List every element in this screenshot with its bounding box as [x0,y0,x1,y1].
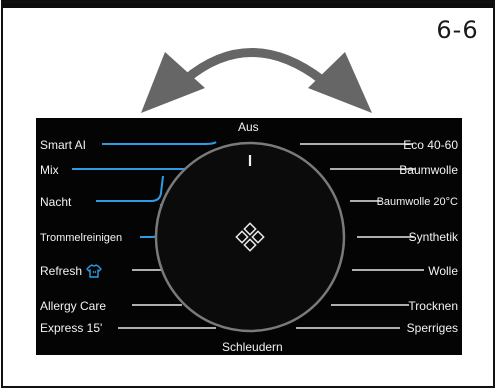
program-refresh: Refresh [40,264,102,278]
shirt-steam-icon [86,264,102,278]
arrow-head-right [308,52,372,113]
program-label-trommelreinigen: Trommelreinigen [40,232,123,244]
illustration-frame [1,1,495,388]
leader-line-left-0 [102,141,217,145]
dial-label-aus: Aus [238,120,259,134]
dial-diagram [72,141,424,333]
program-dial-panel: Aus Schleudern Smart AI Mix Nacht Tromme… [36,118,462,355]
program-label-mix: Mix [40,163,59,177]
program-label-refresh: Refresh [40,264,83,278]
program-label-nacht: Nacht [40,195,72,209]
program-label-baumwolle: Baumwolle [399,163,458,177]
program-label-express-15: Express 15' [40,321,103,335]
top-bar [1,0,495,8]
program-label-sperriges: Sperriges [406,321,458,335]
program-label-baumwolle-20: Baumwolle 20°C [376,196,458,208]
dial-label-schleudern: Schleudern [222,340,283,354]
leader-line-left-1 [72,161,197,170]
arrow-head-left [141,52,205,113]
step-label: 6-6 [436,16,479,44]
program-dial[interactable] [154,141,346,333]
program-label-eco-40-60: Eco 40-60 [403,138,458,152]
program-label-synthetik: Synthetik [408,230,458,244]
start-diamond-icon [235,222,265,252]
leader-line-left-2 [96,175,164,202]
rotate-arrow-arc [180,48,327,85]
program-label-allergy-care: Allergy Care [40,299,107,313]
program-label-trocknen: Trocknen [408,299,458,313]
program-label-smart-ai: Smart AI [40,138,87,152]
program-label-wolle: Wolle [428,264,458,278]
